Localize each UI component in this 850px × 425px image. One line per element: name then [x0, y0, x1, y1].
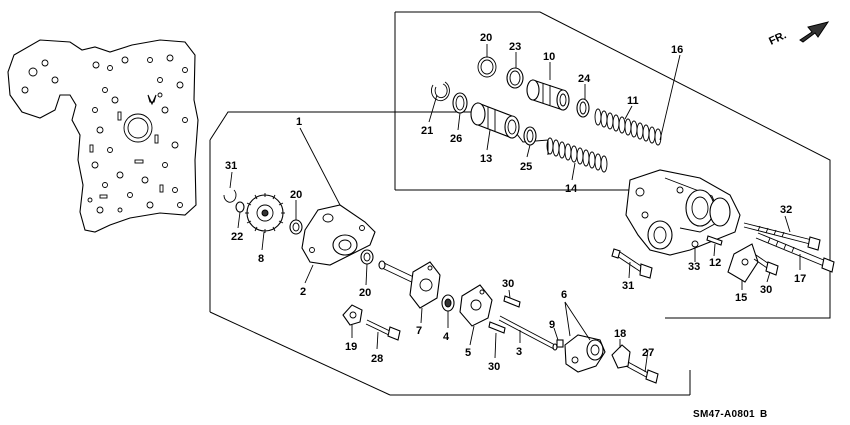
callout-27: 26 — [450, 133, 462, 145]
callout-23: 22 — [231, 231, 243, 243]
callout-31: 31 — [225, 160, 237, 172]
callout-35: 33 — [688, 261, 700, 273]
callout-18: 18 — [614, 328, 626, 340]
frame-group-16 — [394, 11, 831, 319]
callout-16: 16 — [671, 44, 683, 56]
front-arrow-icon — [799, 21, 830, 43]
callout-labels: 20 23 10 24 11 16 21 26 13 25 14 1 31 20… — [225, 32, 806, 373]
callout-26: 25 — [520, 161, 532, 173]
callout-20-upper: 20 — [290, 189, 302, 201]
callout-32: 30 — [760, 284, 772, 296]
callout-1: 1 — [296, 116, 302, 128]
callout-28: 27 — [642, 347, 654, 359]
callout-8: 8 — [258, 253, 264, 265]
callout-29: 28 — [371, 353, 383, 365]
callout-25: 24 — [578, 73, 591, 85]
callout-4: 4 — [443, 331, 450, 343]
callout-22: 21 — [421, 125, 433, 137]
frame-group-1 — [209, 111, 691, 396]
front-direction-indicator: FR. — [767, 21, 830, 48]
callout-6: 6 — [561, 289, 567, 301]
parts-group-16 — [431, 56, 835, 283]
diagram-code: SM47-A0801 B — [693, 409, 768, 420]
callout-9: 9 — [549, 319, 555, 331]
callout-7: 7 — [416, 325, 422, 337]
callout-24: 23 — [509, 41, 521, 53]
diagram-code-suffix: B — [760, 409, 768, 420]
callout-17: 17 — [794, 273, 806, 285]
callout-5: 5 — [465, 347, 471, 359]
callout-10: 10 — [543, 51, 555, 63]
gear-icon — [245, 193, 285, 233]
callout-34: 32 — [780, 204, 792, 216]
callout-11: 11 — [627, 95, 639, 107]
callout-19: 19 — [345, 341, 357, 353]
callout-30-lower: 30 — [488, 361, 500, 373]
callout-3: 3 — [516, 346, 522, 358]
callout-2: 2 — [300, 286, 306, 298]
callout-21: 20 — [480, 32, 492, 44]
callout-14: 14 — [565, 183, 578, 195]
direction-label: FR. — [767, 29, 788, 47]
callout-33: 31 — [622, 280, 634, 292]
callout-20-lower: 20 — [359, 287, 371, 299]
separator-plate — [7, 39, 199, 233]
leader-lines — [229, 44, 801, 373]
callout-30-upper: 30 — [502, 278, 514, 290]
callout-15: 15 — [735, 292, 747, 304]
callout-13: 13 — [480, 153, 492, 165]
callout-12: 12 — [709, 257, 721, 269]
parts-group-1 — [223, 189, 659, 384]
diagram-code-main: SM47-A0801 — [693, 409, 755, 420]
